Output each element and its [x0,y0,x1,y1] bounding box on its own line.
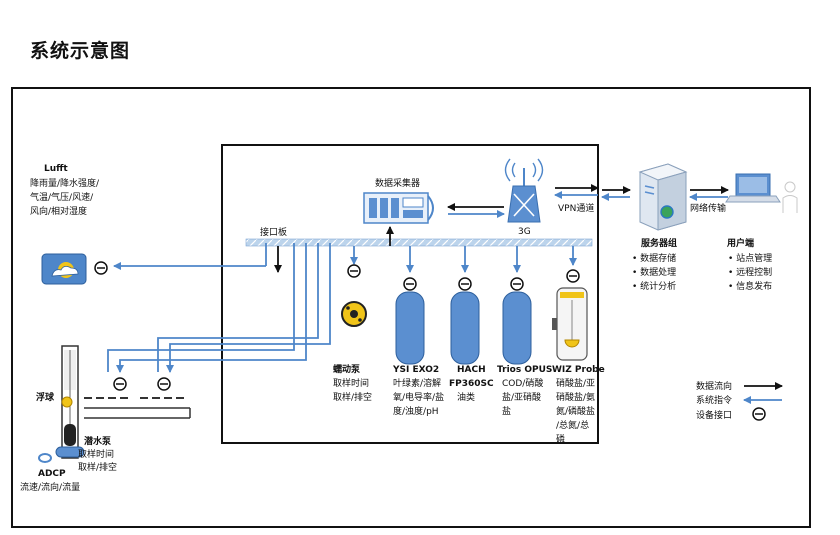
user-item-2: • 远程控制 [728,266,772,278]
server-label: 服务器组 [641,237,677,249]
ring-icon [38,453,52,463]
weather-line-3: 风向/相对湿度 [30,205,87,217]
trios-line-2: 盐/亚硝酸 [502,391,541,403]
legend: 数据流向 系统指令 设备接口 [696,380,783,421]
hach-model: FP360SC [449,379,494,389]
weather-line-2: 气温/气压/风速/ [30,191,94,203]
data-collector-icon [363,192,434,224]
subpump-name: 潜水泵 [84,435,112,447]
water-pipes [84,397,191,419]
adcp-line-1: 流速/流向/流量 [20,481,80,493]
legend-device-port-icon [752,407,766,421]
station-frame [221,144,599,444]
device-port-icon-hach [458,277,472,291]
trios-line-3: 盐 [502,405,511,417]
vpn-label: VPN通道 [558,202,594,214]
legend-system-cmd-label: 系统指令 [696,394,732,406]
trios-line-1: COD/硝酸 [502,377,543,389]
pump-line-2: 取样/排空 [333,391,372,403]
server-item-2: • 数据处理 [632,266,676,278]
adcp-name: ADCP [38,469,66,479]
wiz-line-3: 氮/磷酸盐 [556,405,595,417]
ysi-probe-icon [395,291,425,365]
server-icon [638,163,688,231]
weather-line-1: 降雨量/降水强度/ [30,177,100,189]
float-label: 浮球 [36,391,55,403]
interface-board-label: 接口板 [260,226,287,238]
trios-name: Trios OPUS [497,365,552,375]
adcp-icon [55,446,85,458]
hach-name: HACH [457,365,486,375]
weather-name: Lufft [44,164,68,174]
wiz-probe-icon [552,287,588,361]
interface-board-bar [245,238,593,247]
network-transfer-label: 网络传输 [690,202,726,214]
device-port-icon-weather [94,261,108,275]
subpump-line-2: 取样/排空 [78,461,117,473]
device-port-icon-subpump [157,377,171,391]
trios-probe-icon [502,291,532,365]
ysi-line-3: 度/浊度/pH [393,405,439,417]
peristaltic-pump-icon [341,301,367,327]
page-title: 系统示意图 [30,40,131,62]
line-board-to-well-4 [166,243,331,373]
wiz-line-1: 硝酸盐/亚 [556,377,595,389]
ysi-line-1: 叶绿素/溶解 [393,377,441,389]
hach-probe-icon [450,291,480,365]
device-port-icon-trios [510,277,524,291]
wiz-line-2: 硝酸盐/氨 [556,391,595,403]
hach-line-1: 油类 [457,391,475,403]
weather-station-icon [41,253,87,285]
legend-device-port-label: 设备接口 [696,409,732,421]
pump-line-1: 取样时间 [333,377,369,389]
server-item-3: • 统计分析 [632,280,676,292]
legend-data-flow-label: 数据流向 [696,380,732,392]
user-item-1: • 站点管理 [728,252,772,264]
outer-frame [11,87,811,528]
subpump-line-1: 取样时间 [78,448,114,460]
device-port-icon-float [113,377,127,391]
3g-label: 3G [518,227,531,237]
ysi-line-2: 氧/电导率/盐 [393,391,444,403]
wiz-line-4: /总氮/总 [556,419,589,431]
ysi-name: YSI EXO2 [392,365,439,375]
server-item-1: • 数据存储 [632,252,676,264]
float-ball-icon [61,396,73,408]
line-board-to-well-1 [107,243,295,372]
pump-name: 蠕动泵 [333,363,361,375]
3g-antenna-icon [504,158,544,223]
device-port-icon-ysi [403,277,417,291]
user-item-3: • 信息发布 [728,280,772,292]
device-port-icon-pump [347,264,361,278]
line-board-to-well-2 [116,243,307,373]
data-collector-label: 数据采集器 [375,177,420,189]
wiz-name: WIZ Probe [552,365,605,375]
device-port-icon-wiz [566,269,580,283]
wiz-line-5: 磷 [556,433,565,445]
laptop-icon [725,173,781,203]
user-label: 用户端 [726,237,754,249]
person-icon [782,181,798,213]
line-board-to-well-3 [157,243,319,372]
